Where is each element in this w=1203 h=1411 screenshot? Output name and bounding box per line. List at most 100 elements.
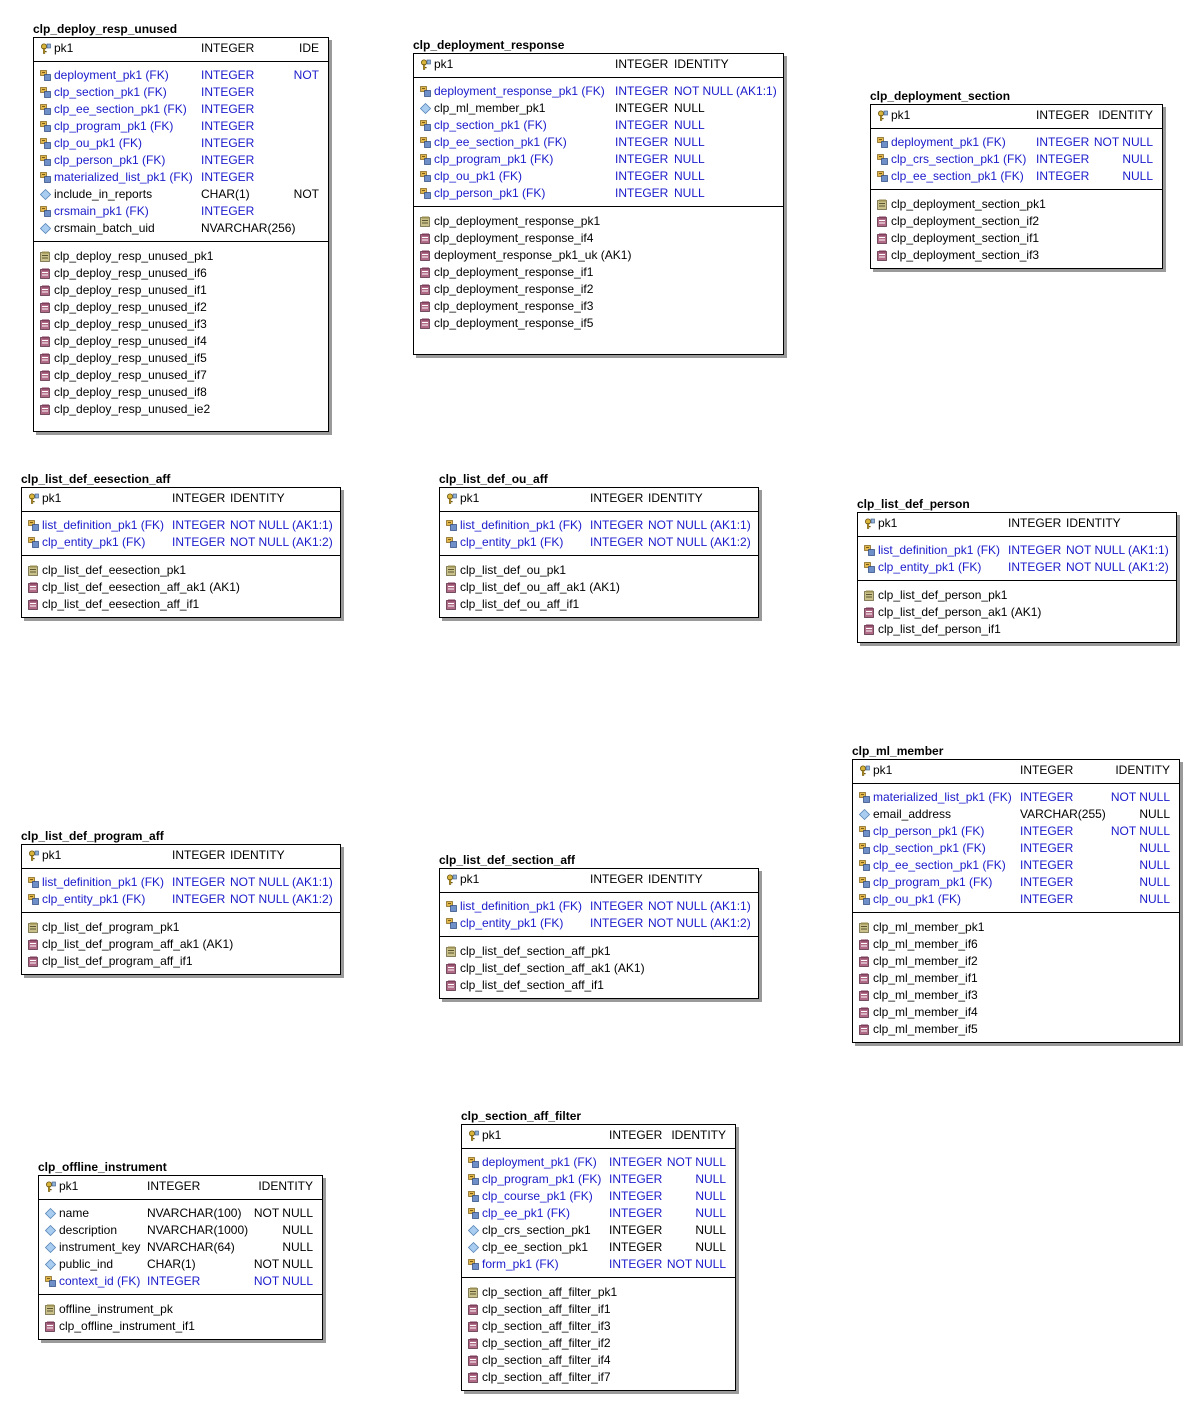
column-nullability: NOT NULL — [1110, 824, 1170, 838]
index-icon — [468, 1320, 479, 1332]
foreign-key-icon — [859, 842, 870, 854]
key-icon — [446, 492, 457, 504]
index-icon — [859, 1006, 870, 1018]
foreign-key-icon — [877, 153, 888, 165]
column-type: INTEGER — [590, 899, 644, 913]
index-icon — [420, 232, 431, 244]
key-icon — [446, 873, 457, 885]
column-name: materialized_list_pk1 (FK) — [54, 170, 193, 184]
column-name: clp_deploy_resp_unused_pk1 — [54, 249, 214, 263]
index-row: clp_list_def_eesection_aff_ak1 (AK1) — [22, 579, 340, 596]
column-name: clp_ee_pk1 (FK) — [482, 1206, 571, 1220]
column-row: clp_section_pk1 (FK)INTEGER — [34, 84, 328, 101]
key-section: clp_deploy_resp_unused_pk1 clp_deploy_res… — [34, 241, 328, 431]
index-icon — [420, 317, 431, 329]
index-icon — [45, 1320, 56, 1332]
column-name: materialized_list_pk1 (FK) — [873, 790, 1012, 804]
column-nullability: NULL — [674, 152, 705, 166]
index-icon — [446, 598, 457, 610]
column-type: INTEGER — [201, 153, 255, 167]
primary-index-icon — [446, 564, 457, 576]
index-row: clp_section_aff_filter_if2 — [462, 1335, 735, 1352]
column-name: description — [59, 1223, 118, 1237]
column-nullability: NOT NULL (AK1:1) — [674, 84, 777, 98]
column-row: clp_person_pk1 (FK)INTEGER — [34, 152, 328, 169]
column-name: list_definition_pk1 (FK) — [42, 875, 165, 889]
key-icon — [40, 42, 51, 54]
index-row: clp_offline_instrument_if1 — [39, 1318, 322, 1335]
column-name: clp_ml_member_if1 — [873, 971, 978, 985]
foreign-key-icon — [28, 876, 39, 888]
column-type: INTEGER — [590, 872, 644, 886]
column-name: clp_deploy_resp_unused_if3 — [54, 317, 207, 331]
index-row: clp_list_def_eesection_pk1 — [22, 562, 340, 579]
index-row: clp_deployment_response_if3 — [414, 298, 783, 315]
column-name: clp_entity_pk1 (FK) — [878, 560, 982, 574]
entity-title: clp_section_aff_filter — [461, 1109, 582, 1123]
column-name: deployment_response_pk1_uk (AK1) — [434, 248, 632, 262]
column-type: INTEGER — [1020, 763, 1074, 777]
column-row: clp_ee_section_pk1 (FK)INTEGER — [34, 101, 328, 118]
column-name: clp_deployment_response_if4 — [434, 231, 594, 245]
column-name: clp_list_def_ou_pk1 — [460, 563, 567, 577]
column-nullability: NULL — [674, 186, 705, 200]
column-name: name — [59, 1206, 90, 1220]
attribute-icon — [44, 1207, 57, 1220]
column-nullability: NULL — [674, 118, 705, 132]
index-row: clp_section_aff_filter_if1 — [462, 1301, 735, 1318]
index-icon — [877, 215, 888, 227]
column-type: INTEGER — [147, 1179, 201, 1193]
column-name: clp_program_pk1 (FK) — [434, 152, 554, 166]
column-name: include_in_reports — [54, 187, 153, 201]
column-name: clp_list_def_person_ak1 (AK1) — [878, 605, 1042, 619]
foreign-key-icon — [859, 859, 870, 871]
foreign-key-icon — [28, 519, 39, 531]
column-name: email_address — [873, 807, 952, 821]
column-row: clp_ou_pk1 (FK)INTEGER — [34, 135, 328, 152]
index-row: clp_deployment_section_if1 — [871, 230, 1162, 247]
attribute-icon — [39, 222, 52, 235]
column-name: context_id (FK) — [59, 1274, 141, 1288]
index-icon — [40, 335, 51, 347]
column-name: clp_deployment_response_pk1 — [434, 214, 601, 228]
column-nullability: NOT — [293, 187, 319, 201]
column-nullability: NULL — [1139, 892, 1170, 906]
primary-index-icon — [877, 198, 888, 210]
key-icon — [877, 109, 888, 121]
primary-index-icon — [45, 1303, 56, 1315]
column-type: INTEGER — [590, 491, 644, 505]
